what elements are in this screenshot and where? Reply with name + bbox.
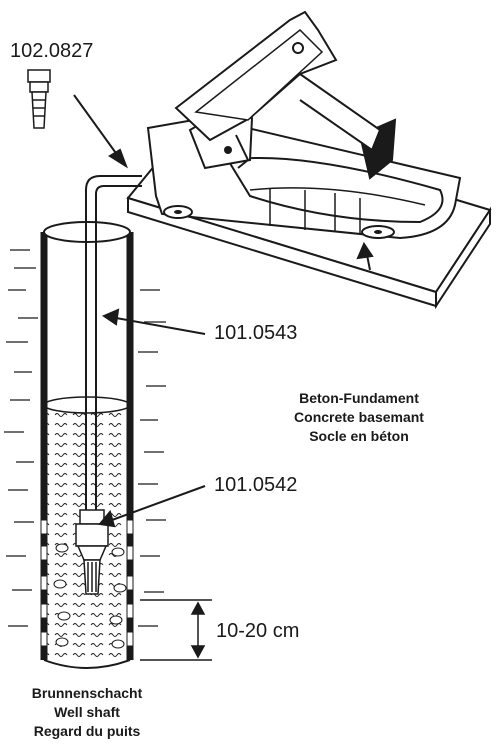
hose-fitting-icon — [27, 69, 51, 129]
part-label-pipe: 101.0543 — [214, 322, 298, 344]
depth-dimension — [140, 599, 212, 661]
pump-head — [174, 10, 397, 180]
basement-caption: Beton-Fundament Concrete basemant Socle … — [274, 389, 444, 446]
leader-arrows — [73, 94, 374, 528]
well-caption-en: Well shaft — [54, 704, 120, 720]
part-label-filter: 101.0542 — [214, 474, 298, 496]
part-label-fitting: 102.0827 — [10, 40, 94, 62]
well-caption-fr: Regard du puits — [33, 723, 141, 739]
filter-foot-valve — [75, 509, 109, 595]
depth-label: 10-20 cm — [216, 620, 300, 642]
basement-caption-en: Concrete basemant — [294, 409, 424, 425]
basement-caption-fr: Socle en béton — [309, 428, 409, 444]
basement-caption-de: Beton-Fundament — [299, 390, 419, 406]
well-caption: Brunnenschacht Well shaft Regard du puit… — [0, 684, 174, 741]
well-caption-de: Brunnenschacht — [31, 685, 143, 701]
soil-hatching — [4, 249, 166, 627]
suction-pipe — [85, 175, 142, 520]
